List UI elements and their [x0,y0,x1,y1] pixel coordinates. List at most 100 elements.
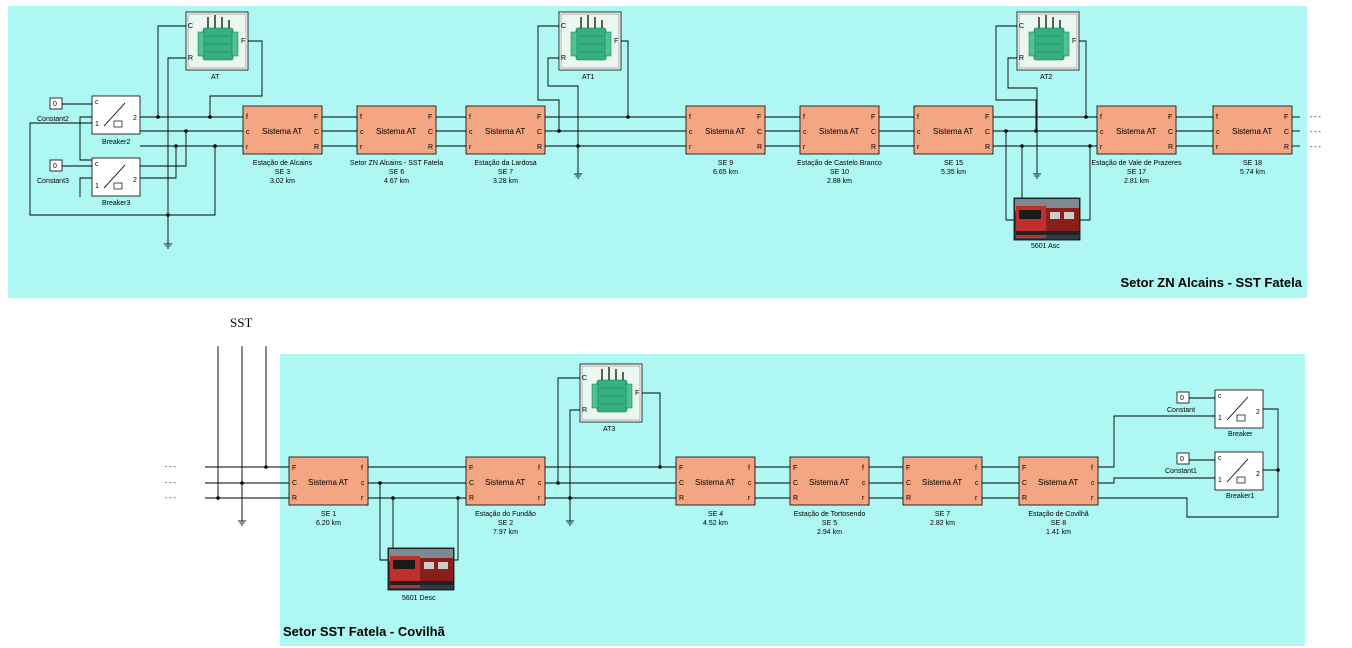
svg-text:C: C [428,129,433,136]
block-caption: SE 4 [708,511,723,518]
svg-text:Sistema AT: Sistema AT [1232,127,1272,136]
transformer-name: AT1 [582,74,594,81]
block-caption: Estação de Alcains [253,160,313,167]
svg-text:f: f [1091,465,1093,472]
svg-text:R: R [906,495,911,502]
block-caption: Setor ZN Alcains - SST Fatela [350,160,443,167]
svg-text:Sistema AT: Sistema AT [1116,127,1156,136]
svg-text:F: F [635,390,639,397]
svg-text:c: c [538,480,542,487]
constant-name: Constant1 [1165,468,1197,475]
continuation-dashes: - - - [165,495,177,502]
svg-text:f: f [361,465,363,472]
block-caption: SE 7 [498,169,513,176]
breaker-name: Breaker3 [102,200,131,207]
svg-text:C: C [314,129,319,136]
svg-text:F: F [985,114,989,121]
svg-text:f: f [469,114,471,121]
svg-text:2: 2 [1256,471,1260,478]
svg-text:R: R [679,495,684,502]
train-icon [1014,198,1080,240]
svg-text:2: 2 [133,177,137,184]
constant-name: Constant [1167,407,1195,414]
block-caption: 2.88 km [827,178,852,185]
continuation-dashes: - - - [165,464,177,471]
svg-text:R: R [985,144,990,151]
svg-text:f: f [803,114,805,121]
svg-text:c: c [689,129,693,136]
svg-text:C: C [1284,129,1289,136]
block-caption: 4.52 km [703,520,728,527]
svg-text:F: F [1284,114,1288,121]
svg-text:f: f [1216,114,1218,121]
svg-text:c: c [1091,480,1095,487]
svg-text:Sistema AT: Sistema AT [1038,478,1078,487]
svg-text:c: c [975,480,979,487]
block-caption: 6.65 km [713,169,738,176]
svg-text:F: F [1168,114,1172,121]
section-title: Setor ZN Alcains - SST Fatela [1120,275,1302,290]
block-caption: SE 2 [498,520,513,527]
svg-text:F: F [537,114,541,121]
continuation-dashes: - - - [1310,114,1322,121]
svg-text:2: 2 [1256,409,1260,416]
block-caption: SE 9 [718,160,733,167]
svg-text:f: f [360,114,362,121]
svg-text:2: 2 [133,115,137,122]
svg-text:1: 1 [1218,415,1222,422]
block-caption: 1.41 km [1046,529,1071,536]
train-name: 5601 Asc [1031,243,1060,250]
block-caption: SE 1 [321,511,336,518]
svg-text:R: R [582,407,587,414]
svg-text:F: F [1072,38,1076,45]
svg-text:f: f [246,114,248,121]
svg-text:c: c [1218,393,1222,400]
svg-text:0: 0 [53,101,57,108]
block-caption: 3.02 km [270,178,295,185]
block-caption: Estação de Tortosendo [794,511,866,518]
svg-text:c: c [361,480,365,487]
svg-text:c: c [862,480,866,487]
block-caption: SE 15 [944,160,963,167]
continuation-dashes: - - - [165,480,177,487]
block-caption: 2.82 km [930,520,955,527]
svg-text:f: f [975,465,977,472]
svg-text:0: 0 [1180,456,1184,463]
transformer-icon [1017,12,1079,70]
svg-text:R: R [757,144,762,151]
svg-text:C: C [985,129,990,136]
svg-text:R: R [561,55,566,62]
svg-text:1: 1 [1218,477,1222,484]
constant-name: Constant3 [37,178,69,185]
svg-text:Sistema AT: Sistema AT [485,478,525,487]
svg-text:Sistema AT: Sistema AT [262,127,302,136]
svg-text:c: c [917,129,921,136]
svg-text:Sistema AT: Sistema AT [695,478,735,487]
svg-text:f: f [1100,114,1102,121]
svg-text:C: C [537,129,542,136]
svg-text:R: R [793,495,798,502]
block-caption: SE 18 [1243,160,1262,167]
svg-text:Sistema AT: Sistema AT [933,127,973,136]
svg-text:C: C [582,375,587,382]
breaker-name: Breaker1 [1226,493,1255,500]
svg-text:C: C [1168,129,1173,136]
svg-text:C: C [906,480,911,487]
transformer-icon [559,12,621,70]
svg-text:F: F [614,38,618,45]
svg-text:0: 0 [53,163,57,170]
svg-text:F: F [1022,465,1026,472]
block-caption: SE 8 [1051,520,1066,527]
block-caption: Estação de Vale de Prazeres [1091,160,1182,167]
block-caption: 2.94 km [817,529,842,536]
svg-text:c: c [1100,129,1104,136]
svg-text:C: C [561,23,566,30]
transformer-name: AT2 [1040,74,1052,81]
svg-text:c: c [246,129,250,136]
svg-text:R: R [469,495,474,502]
svg-text:F: F [757,114,761,121]
svg-text:F: F [679,465,683,472]
block-caption: SE 5 [822,520,837,527]
svg-text:c: c [748,480,752,487]
transformer-name: AT3 [603,426,615,433]
